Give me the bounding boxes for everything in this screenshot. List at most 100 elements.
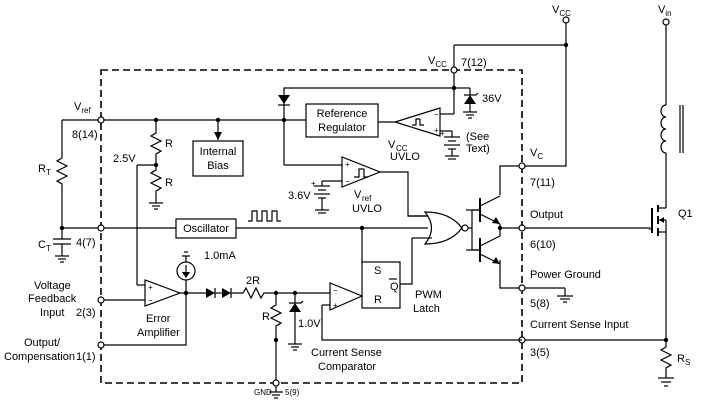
svg-text:−: − (345, 177, 350, 186)
gnd-pin-number: 5(9) (285, 388, 300, 397)
svg-text:Amplifier: Amplifier (137, 327, 180, 339)
vcc-pin-number: 7(12) (461, 57, 487, 69)
current-sense-pin-number: 3(5) (530, 347, 550, 359)
svg-text:Comparator: Comparator (318, 361, 376, 373)
svg-text:V: V (388, 139, 396, 151)
svg-text:1(1): 1(1) (76, 351, 96, 363)
gnd-label: GND (254, 388, 272, 397)
vcc-supply: VCC (454, 4, 571, 167)
ct-label: CT (38, 239, 51, 253)
svg-text:Input: Input (40, 307, 64, 319)
clamp-1v-label: 1.0V (298, 318, 321, 330)
svg-text:UVLO: UVLO (390, 151, 420, 163)
clamp-zener-1v: 1.0V (288, 293, 321, 351)
power-ground-label: Power Ground (530, 269, 601, 281)
vref-label: Vref (74, 101, 91, 115)
svg-text:+: + (311, 179, 316, 188)
svg-text:−: − (333, 286, 338, 295)
transformer-winding (660, 104, 667, 154)
zener-36v: 36V (454, 87, 502, 119)
pwm-latch: S R Q PWM Latch (361, 261, 442, 315)
output-pin-number: 6(10) (530, 239, 556, 251)
ref-2v5-label: 2.5V (113, 153, 136, 165)
level-shift-network: 2R R GND 5(9) (206, 275, 330, 399)
timing-components: RT CT 4(7) (38, 120, 176, 263)
current-sense-input-label: Current Sense Input (530, 319, 628, 331)
svg-text:Regulator: Regulator (318, 122, 366, 134)
svg-text:Compensation: Compensation (4, 351, 75, 363)
totem-pole-output (466, 165, 522, 265)
error-amplifier: + − Error Amplifier (104, 279, 206, 346)
svg-text:R: R (165, 177, 173, 189)
sense-resistor-rs: RS (658, 337, 690, 387)
svg-text:+: + (148, 283, 153, 292)
svg-text:CC: CC (396, 144, 408, 153)
rt-label: RT (38, 163, 51, 177)
svg-text:−: − (148, 296, 153, 305)
svg-text:+: + (440, 129, 445, 138)
svg-text:S: S (374, 265, 381, 277)
svg-text:Current Sense: Current Sense (311, 347, 382, 359)
svg-text:+: + (434, 126, 439, 135)
vin-label: Vin (658, 4, 672, 18)
vcc-terminal (562, 16, 570, 24)
svg-text:PWM: PWM (415, 289, 442, 301)
vc-pin-number: 7(11) (530, 177, 555, 189)
output-pin (518, 224, 526, 232)
current-sense-comparator: − + Current Sense Comparator (311, 282, 522, 373)
svg-text:+: + (345, 160, 350, 169)
svg-text:Internal: Internal (200, 146, 237, 158)
vcc-input-pin: VCC 7(12) (278, 45, 487, 120)
vcc-pin-label: VCC (428, 55, 447, 69)
vcc-label: VCC (552, 4, 571, 18)
zener-36v-label: 36V (482, 93, 502, 105)
svg-text:Reference: Reference (317, 108, 368, 120)
vc-pin (518, 162, 526, 170)
vref-pin-number: 8(14) (72, 129, 98, 141)
clock-waveform-icon (248, 210, 281, 222)
output-nor-gate (400, 209, 480, 285)
vcc-uvlo-reference-battery: + (See Text) (440, 129, 490, 160)
svg-text:−: − (434, 110, 439, 119)
ct-pin-number: 4(7) (76, 237, 96, 249)
vref-rail: Vref 8(14) (62, 101, 306, 141)
power-ground-pin-number: 5(8) (530, 298, 550, 310)
uvlo-3v6-label: 3.6V (288, 190, 311, 202)
svg-text:UVLO: UVLO (352, 203, 382, 215)
vfb-pin: Voltage Feedback Input 2(3) (28, 280, 105, 319)
output-label: Output (530, 209, 563, 221)
svg-text:R: R (262, 311, 270, 323)
vcc-uvlo: − + V CC UVLO (378, 106, 455, 163)
vin-terminal (662, 18, 670, 26)
vin-supply: Vin (658, 4, 684, 208)
svg-text:Output/: Output/ (24, 337, 61, 349)
q1-label: Q1 (678, 208, 693, 220)
vc-label: VC (530, 147, 543, 161)
svg-text:R: R (165, 138, 173, 150)
reference-divider: R R 2.5V (113, 120, 173, 285)
svg-text:R: R (374, 294, 382, 306)
see-text-note: (See (466, 131, 489, 143)
svg-text:Error: Error (146, 313, 171, 325)
svg-text:Voltage: Voltage (34, 280, 71, 292)
internal-bias: Internal Bias (192, 140, 244, 177)
rs-label: RS (677, 353, 690, 367)
svg-text:+: + (333, 301, 338, 310)
current-source-1ma: 1.0mA (176, 250, 236, 293)
oscillator: Oscillator (175, 210, 428, 264)
svg-text:ref: ref (362, 194, 372, 203)
svg-text:Bias: Bias (207, 160, 229, 172)
svg-text:Latch: Latch (413, 303, 440, 315)
svg-text:Text): Text) (466, 143, 490, 155)
svg-text:Q: Q (390, 281, 399, 293)
comp-pin: Output/ Compensation 1(1) (4, 337, 105, 363)
svg-text:Feedback: Feedback (28, 293, 77, 305)
reference-regulator: Reference Regulator (305, 88, 455, 138)
mosfet-q1: Q1 (522, 205, 693, 340)
svg-text:V: V (354, 189, 362, 201)
svg-text:2(3): 2(3) (76, 307, 96, 319)
current-1ma-label: 1.0mA (204, 250, 236, 262)
power-ground (499, 260, 573, 303)
svg-text:Oscillator: Oscillator (183, 223, 229, 235)
